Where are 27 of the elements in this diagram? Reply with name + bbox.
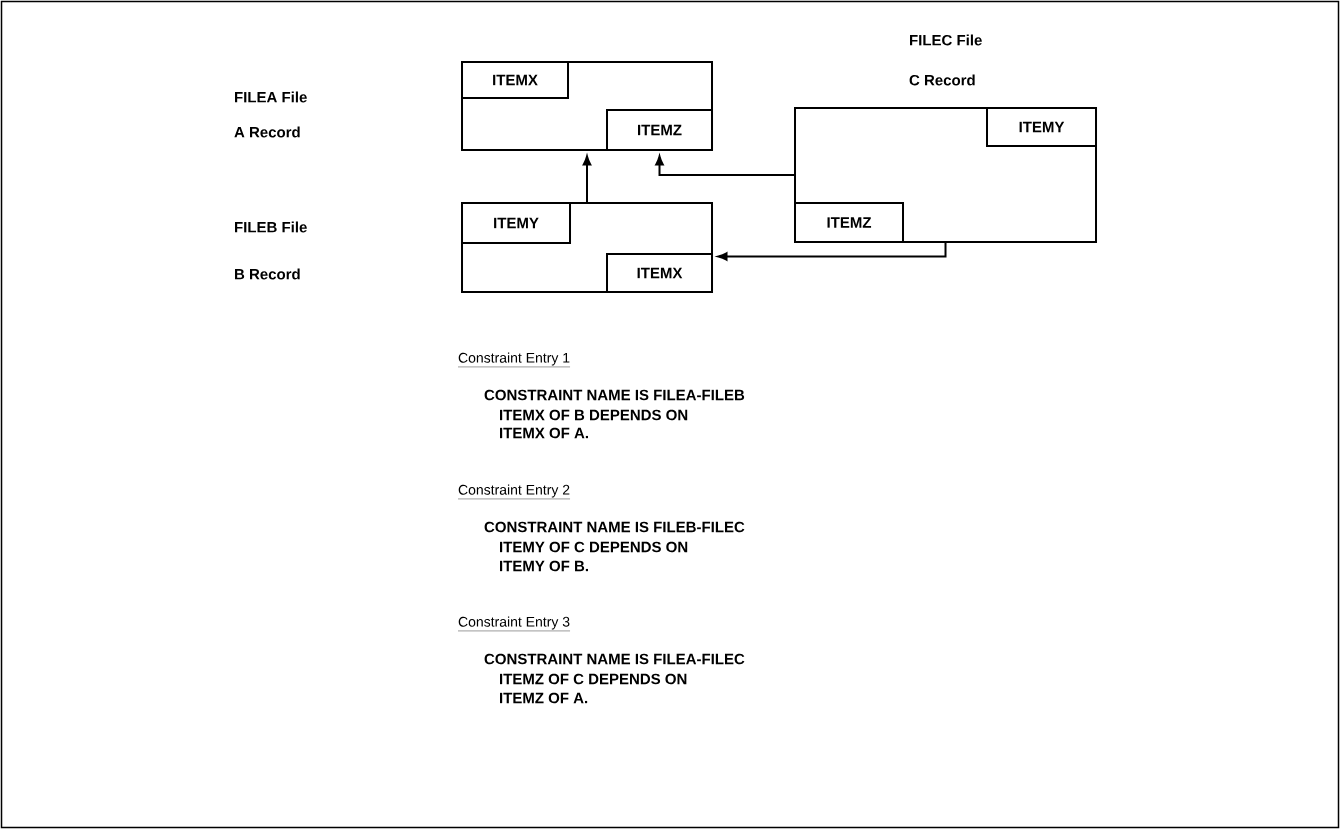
heading: Constraint Entry 1 bbox=[457, 352, 571, 368]
arrow bbox=[655, 155, 795, 176]
arrow bbox=[717, 242, 947, 261]
heading: Constraint Entry 2 bbox=[457, 484, 571, 500]
field-box: ITEMX bbox=[461, 61, 569, 99]
field-box: ITEMZ bbox=[606, 109, 713, 151]
text-label: FILEA File bbox=[235, 91, 307, 103]
text-label: ITEMX OF B DEPENDS ON bbox=[500, 409, 688, 421]
text-label: CONSTRAINT NAME IS FILEA-FILEB bbox=[484, 389, 745, 401]
text-label: ITEMZ OF C DEPENDS ON bbox=[500, 673, 687, 685]
field-box: ITEMY bbox=[461, 202, 571, 244]
text-label: ITEMZ OF A. bbox=[500, 692, 588, 704]
text-label: ITEMY OF C DEPENDS ON bbox=[500, 541, 688, 553]
field-box: ITEMY bbox=[986, 107, 1097, 147]
text-label: ITEMX OF A. bbox=[500, 427, 588, 439]
text-label: ITEMY OF B. bbox=[500, 560, 588, 572]
text-label: A Record bbox=[234, 126, 300, 138]
text-label: C Record bbox=[909, 74, 975, 86]
arrow bbox=[582, 155, 592, 203]
heading: Constraint Entry 3 bbox=[457, 616, 571, 632]
text-label: FILEB File bbox=[235, 221, 307, 233]
field-box: ITEMZ bbox=[794, 202, 904, 243]
text-label: CONSTRAINT NAME IS FILEA-FILEC bbox=[484, 653, 745, 665]
field-box: ITEMX bbox=[606, 253, 713, 293]
text-label: FILEC File bbox=[910, 34, 982, 46]
text-label: B Record bbox=[235, 268, 300, 280]
text-label: CONSTRAINT NAME IS FILEB-FILEC bbox=[484, 521, 745, 533]
